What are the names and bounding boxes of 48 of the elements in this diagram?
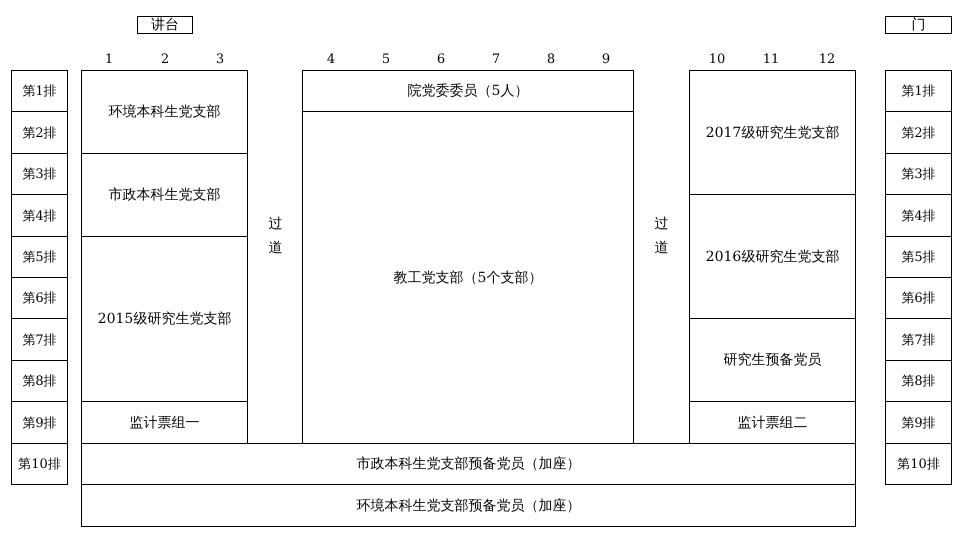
column-number: 9	[602, 52, 610, 67]
seating-block: 教工党支部（5个支部）	[302, 111, 634, 444]
seating-block: 院党委委员（5人）	[302, 70, 634, 112]
row-label-box: 第4排	[11, 194, 68, 237]
seating-block: 市政本科生党支部	[81, 153, 248, 237]
row-label-box: 第6排	[885, 277, 952, 319]
row-label-box: 第8排	[11, 360, 68, 402]
row-label-box: 第1排	[11, 70, 68, 112]
row-label-box: 第3排	[885, 153, 952, 195]
row-label-box: 第5排	[885, 236, 952, 278]
column-number: 3	[216, 52, 224, 67]
column-number: 11	[762, 52, 780, 67]
door-box: 门	[885, 16, 952, 34]
column-number: 8	[546, 52, 556, 67]
row-label-box: 第7排	[11, 318, 68, 361]
seating-block: 环境本科生党支部	[81, 70, 248, 154]
aisle-label: 过道	[266, 205, 284, 253]
column-number: 6	[436, 52, 446, 67]
row-label-box: 第7排	[885, 318, 952, 361]
row-label-box: 第8排	[885, 360, 952, 402]
column-number: 12	[818, 52, 836, 67]
column-number: 7	[492, 52, 500, 67]
seating-block: 监计票组一	[81, 401, 248, 444]
column-number: 10	[708, 52, 726, 67]
column-number: 4	[326, 52, 336, 67]
row-label-box: 第4排	[885, 194, 952, 237]
row-label-box: 第5排	[11, 236, 68, 278]
column-number: 2	[160, 52, 170, 67]
row-label-box: 第9排	[11, 401, 68, 444]
seating-block: 市政本科生党支部预备党员（加座）	[81, 443, 856, 485]
column-number: 1	[104, 52, 114, 67]
row-label-box: 第2排	[885, 111, 952, 154]
row-label-box: 第6排	[11, 277, 68, 319]
seating-block: 2017级研究生党支部	[689, 70, 856, 195]
row-label-box: 第3排	[11, 153, 68, 195]
row-label-box: 第10排	[885, 443, 952, 485]
row-label-box: 第1排	[885, 70, 952, 112]
row-label-box: 第10排	[11, 443, 68, 485]
seating-block: 2016级研究生党支部	[689, 194, 856, 319]
seating-block: 环境本科生党支部预备党员（加座）	[81, 484, 856, 527]
seating-block: 研究生预备党员	[689, 318, 856, 402]
podium-box: 讲台	[137, 16, 193, 34]
row-label-box: 第2排	[11, 111, 68, 154]
row-label-box: 第9排	[885, 401, 952, 444]
seating-block: 监计票组二	[689, 401, 856, 444]
column-number: 5	[382, 52, 390, 67]
aisle-label: 过道	[652, 205, 670, 253]
seating-block: 2015级研究生党支部	[81, 236, 248, 402]
